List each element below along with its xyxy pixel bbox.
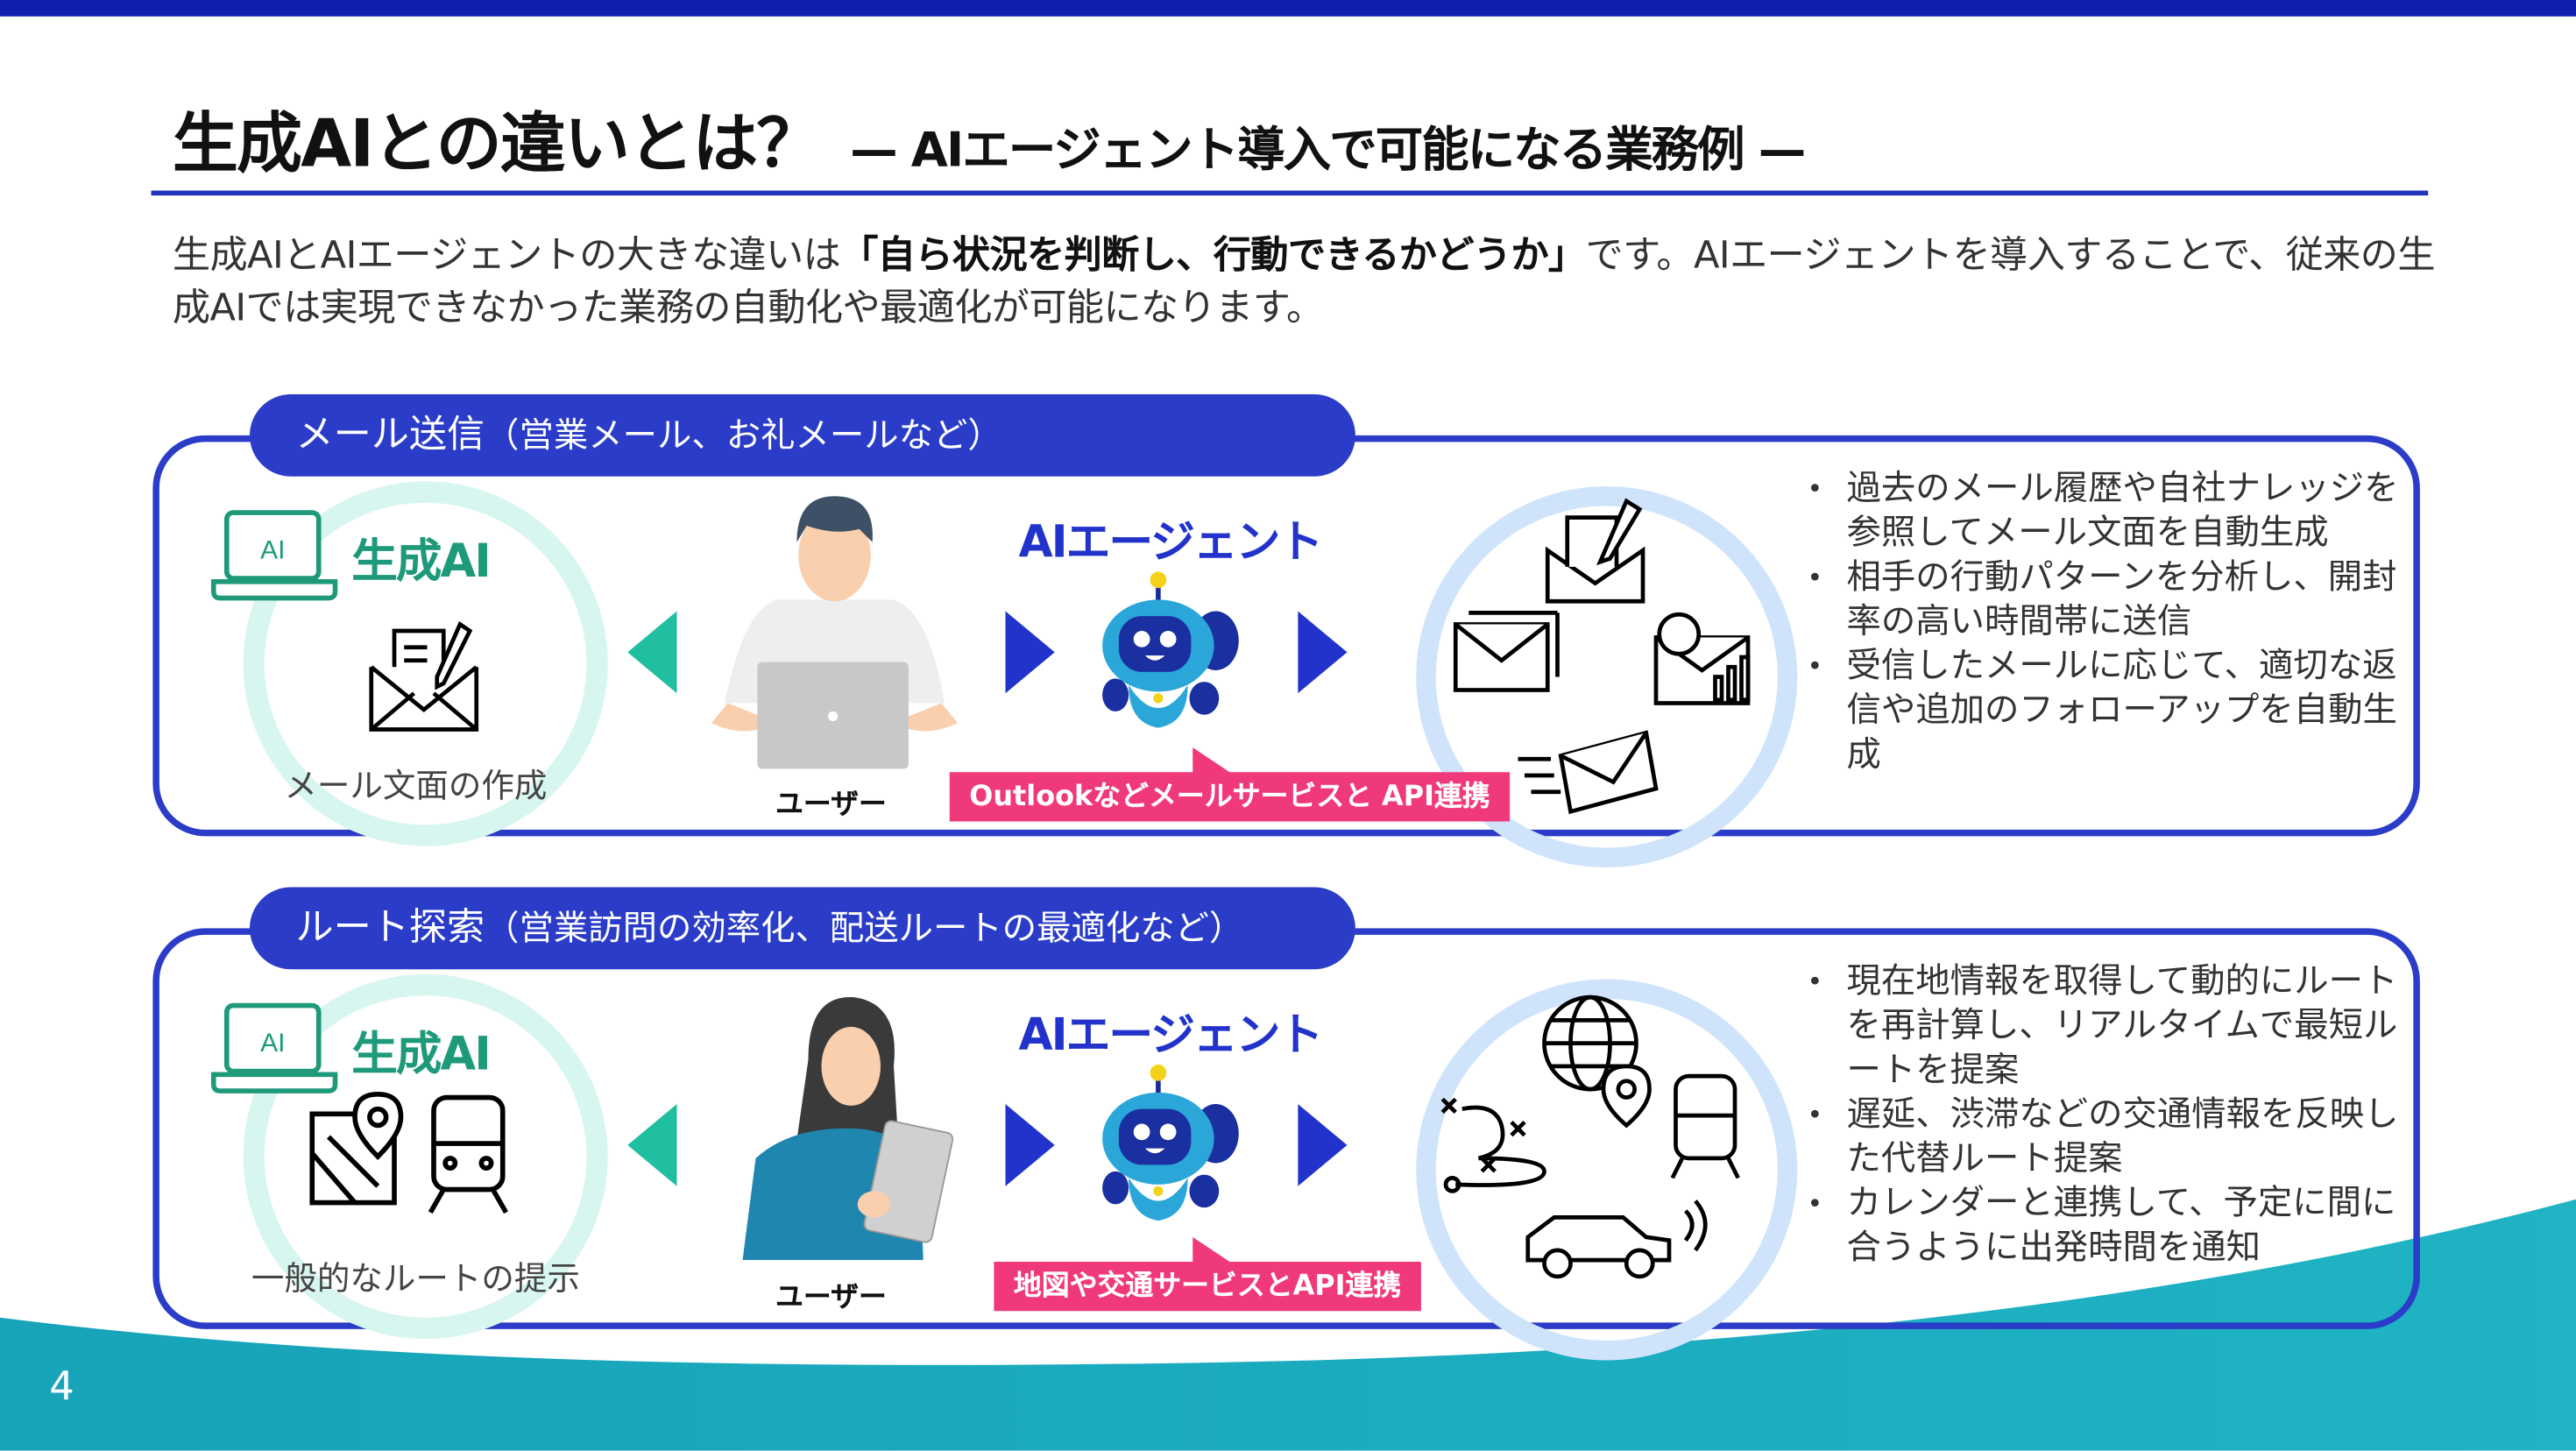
bottom-wave-decoration [0,1199,2576,1451]
map-train-icon [309,1091,508,1214]
intro-text-1: 生成AIとAIエージェントの大きな違いは [172,235,841,278]
feature-item: 遅延、渋滞などの交通情報を反映した代替ルート提案 [1808,1093,2416,1181]
intro-emphasis: 「自ら状況を判断し、行動できるかどうか」 [840,235,1586,278]
user-tablet-illustration [742,996,954,1261]
feature-list: 過去のメール履歴や自社ナレッジを参照してメール文面を自動生成 相手の行動パターン… [1808,467,2416,777]
section-subtitle: （営業訪問の効率化、配送ルートの最適化など） [485,908,1244,948]
api-integration-callout: Outlookなどメールサービスと API連携 [949,772,1511,822]
arrow-right-icon [1298,1104,1348,1186]
user-label: ユーザー [775,789,887,822]
email-automation-icons [1453,498,1751,815]
feature-item: 受信したメールに応じて、適切な返信や追加のフォローアップを自動生成 [1808,644,2416,777]
route-automation-icons [1440,994,1740,1279]
feature-item: 現在地情報を取得して動的にルートを再計算し、リアルタイムで最短ルートを提案 [1808,959,2416,1093]
section-title: ルート探索 [295,907,485,950]
ai-laptop-icon: AI [210,1002,338,1094]
ai-laptop-icon: AI [210,510,338,601]
page-title: 生成AIとの違いとは？ — AIエージェント導入で可能になる業務例 — [172,90,1806,186]
intro-paragraph: 生成AIとAIエージェントの大きな違いは「自ら状況を判断し、行動できるかどうか」… [173,230,2456,336]
section-tab: メール送信（営業メール、お礼メールなど） [250,394,1355,477]
user-label: ユーザー [775,1281,887,1315]
user-laptop-illustration [711,496,959,769]
page-subtitle: — AIエージェント導入で可能になる業務例 — [850,121,1806,178]
arrow-left-icon [627,611,677,694]
feature-list: 現在地情報を取得して動的にルートを再計算し、リアルタイムで最短ルートを提案 遅延… [1808,959,2416,1270]
genai-label: 生成AI [351,1026,492,1081]
feature-item: カレンダーと連携して、予定に間に合うように出発時間を通知 [1808,1181,2416,1270]
title-divider [151,190,2429,196]
page-number: 4 [49,1363,74,1410]
intro-text-2: です。AIエージェントを導入することで、従来の生成AIでは実現できなかった業務の… [172,235,2436,330]
genai-label: 生成AI [351,534,492,589]
svg-text:AI: AI [260,1029,285,1058]
arrow-right-icon [1005,611,1055,694]
arrow-left-icon [627,1104,677,1186]
feature-item: 相手の行動パターンを分析し、開封率の高い時間帯に送信 [1808,556,2416,644]
section-title: メール送信 [295,414,485,457]
section-subtitle: （営業メール、お礼メールなど） [485,415,1002,456]
title-text: 生成AIとの違いとは？ [172,106,822,183]
arrow-right-icon [1005,1104,1055,1186]
arrow-right-icon [1298,611,1348,694]
feature-item: 過去のメール履歴や自社ナレッジを参照してメール文面を自動生成 [1808,467,2416,556]
envelope-pencil-icon [369,620,479,732]
top-bar [0,0,2576,17]
ai-agent-label: AIエージェント [1018,517,1324,569]
callout-pointer [1192,747,1233,775]
robot-icon [1102,1065,1239,1221]
genai-caption: 一般的なルートの提示 [251,1258,580,1299]
svg-text:AI: AI [260,536,285,565]
robot-icon [1102,571,1239,728]
section-tab: ルート探索（営業訪問の効率化、配送ルートの最適化など） [250,887,1355,970]
genai-caption: メール文面の作成 [284,765,548,805]
api-integration-callout: 地図や交通サービスとAPI連携 [994,1262,1421,1312]
ai-agent-label: AIエージェント [1018,1010,1324,1062]
callout-pointer [1192,1236,1233,1263]
